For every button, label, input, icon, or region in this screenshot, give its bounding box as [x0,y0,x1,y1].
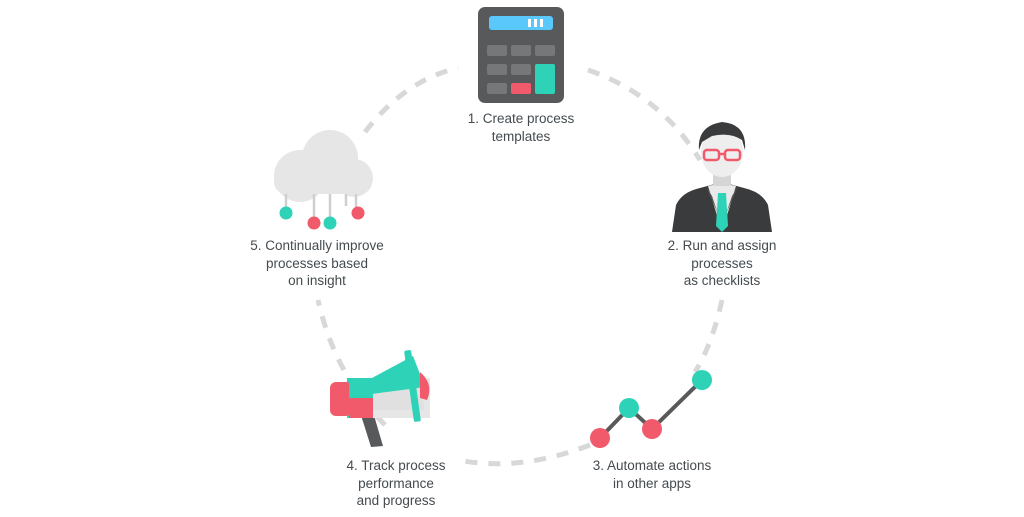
person-icon [672,122,772,232]
arc-4-to-5 [315,299,387,427]
arc-2-to-3 [692,299,725,374]
step-2-label: 2. Run and assign processes as checklist… [652,237,792,290]
step-3-line-1: 3. Automate actions [592,458,712,473]
cloud-network-icon [274,130,373,230]
step-1-line-1: 1. Create process [467,111,575,126]
step-4-line-1: 4. Track process [346,458,446,473]
step-4-line-3: and progress [356,493,436,508]
step-5-label: 5. Continually improve processes based o… [232,237,402,290]
calculator-icon [478,7,564,103]
arc-3-to-4 [457,442,591,467]
step-1-line-2: templates [491,128,551,144]
cycle-ring [315,65,725,467]
step-4-label: 4. Track process performance and progres… [326,457,466,510]
arc-1-to-2 [587,67,703,162]
connected-nodes-icon [590,370,712,448]
step-5-line-1: 5. Continually improve [250,238,384,253]
megaphone-icon [330,350,430,447]
step-2-line-3: as checklists [683,273,761,288]
step-2-line-2: processes [691,255,753,271]
step-5-line-2: processes based [265,255,369,271]
step-1-label: 1. Create process templates [451,110,591,145]
step-3-line-2: in other apps [612,475,692,491]
arc-5-to-1 [363,65,459,134]
step-3-label: 3. Automate actions in other apps [572,457,732,492]
step-4-line-2: performance [358,475,434,491]
step-5-line-3: on insight [288,273,346,288]
step-2-line-1: 2. Run and assign [667,238,777,253]
